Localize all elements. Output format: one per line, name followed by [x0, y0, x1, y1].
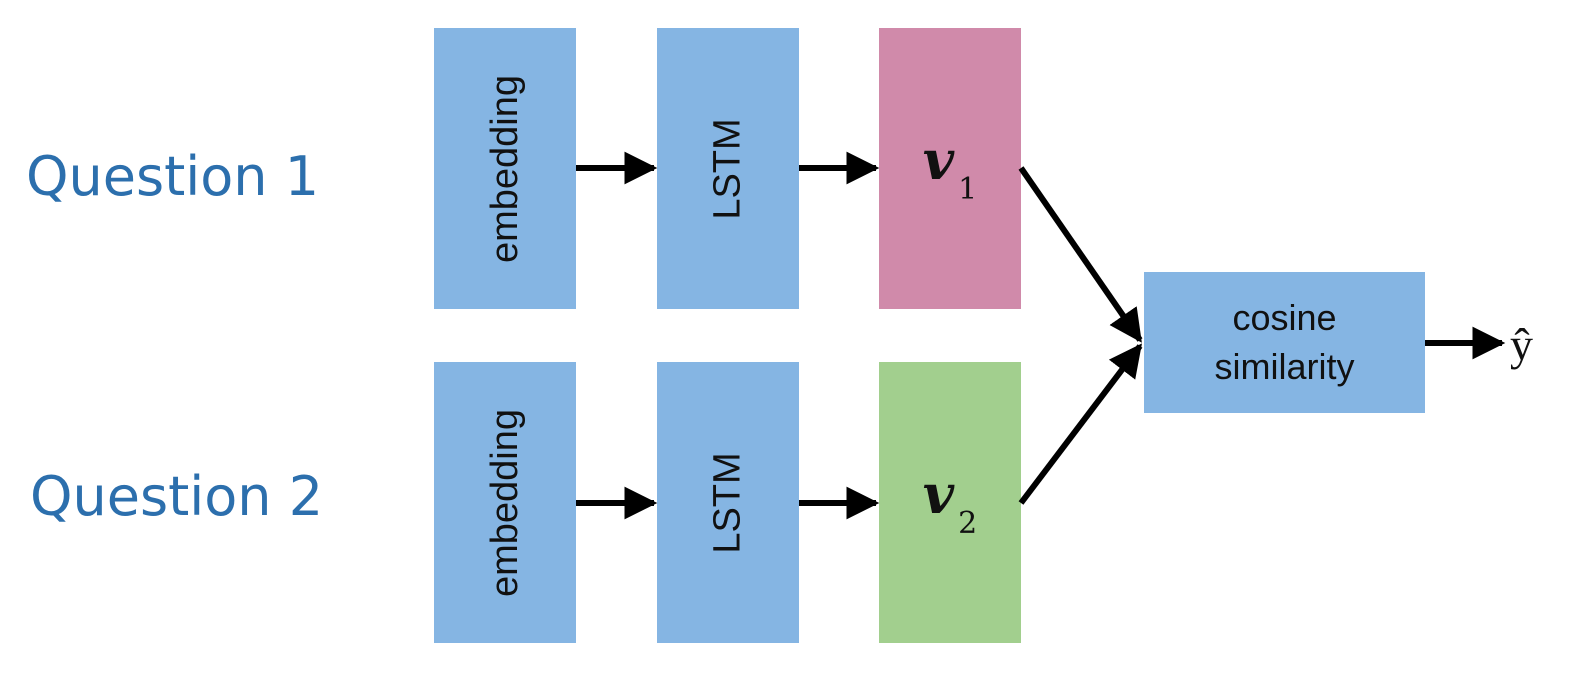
- embedding-block-2: embedding: [434, 362, 576, 643]
- vector-v1-subscript: 1: [958, 171, 978, 207]
- arrow-v1-to-cosine: [1018, 166, 1143, 343]
- lstm-block-2: LSTM: [657, 362, 799, 643]
- embedding-block-1-label: embedding: [484, 74, 527, 263]
- lstm-block-1-label: LSTM: [706, 117, 749, 220]
- embedding-block-1: embedding: [434, 28, 576, 309]
- cosine-similarity-line-2: similarity: [1214, 345, 1355, 387]
- cosine-similarity-line-1: cosine: [1232, 296, 1337, 338]
- cosine-similarity-block: cosine similarity: [1144, 272, 1425, 413]
- question-1-label: Question 1: [26, 145, 320, 208]
- output-y-hat-label: ŷ: [1510, 319, 1533, 370]
- vector-v2-subscript: 2: [958, 505, 978, 541]
- question-2-label: Question 2: [30, 465, 324, 528]
- vector-v2-symbol: v: [922, 461, 955, 526]
- arrow-v2-to-cosine: [1018, 343, 1143, 505]
- lstm-block-1: LSTM: [657, 28, 799, 309]
- vector-v1-symbol: v: [922, 127, 955, 192]
- lstm-block-2-label: LSTM: [706, 451, 749, 554]
- cosine-similarity-label: cosine similarity: [1215, 294, 1355, 391]
- embedding-block-2-label: embedding: [484, 408, 527, 597]
